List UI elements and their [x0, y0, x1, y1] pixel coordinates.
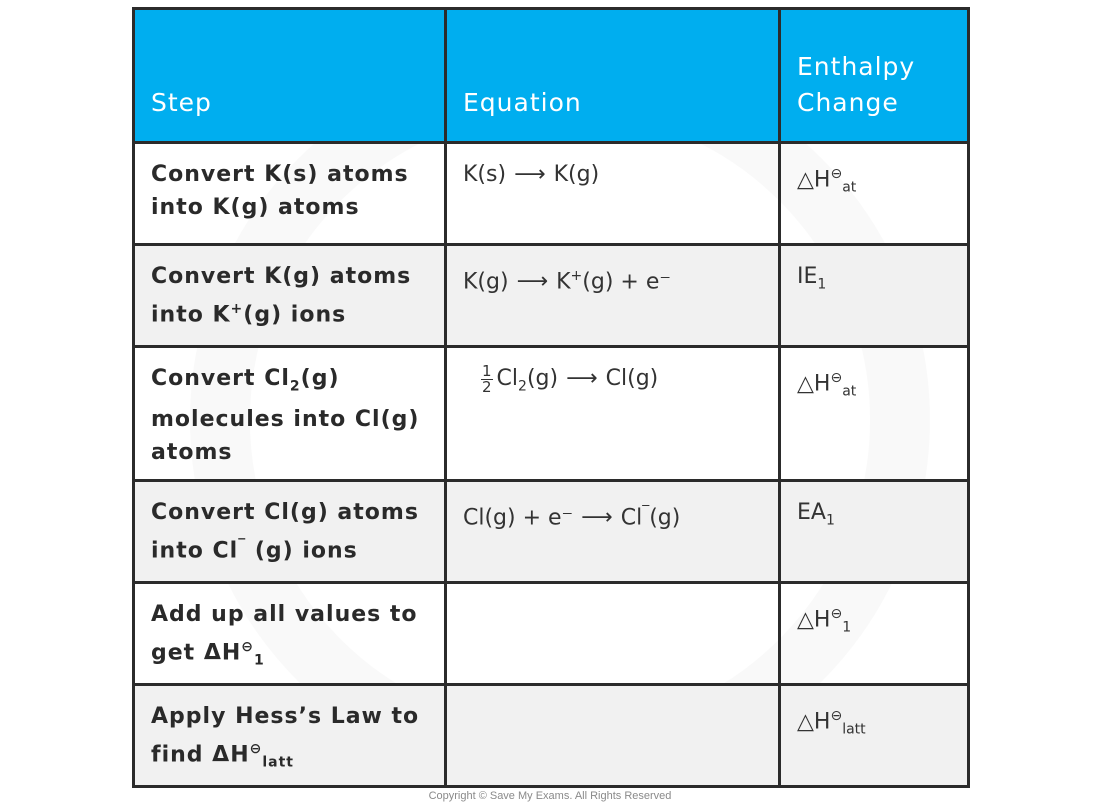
enthalpy-cell: EA1 [778, 479, 970, 584]
enthalpy-symbol: IE [797, 264, 818, 289]
step-cell: Add up all values to get ΔH⊖1 [132, 581, 447, 686]
standard-state-icon: ⊖ [830, 606, 843, 622]
enthalpy-cell: △H⊖at [778, 141, 970, 246]
equation-lhs: K(g) [463, 269, 509, 295]
equation-subscript: 2 [518, 378, 527, 395]
table-row: Apply Hess’s Law to find ΔH⊖latt △H⊖latt [132, 683, 970, 788]
step-cell: Convert K(g) atoms into K+(g) ions [132, 243, 447, 348]
step-cell: Convert Cl(g) atoms into Cl‾ (g) ions [132, 479, 447, 584]
enthalpy-symbol: EA [797, 500, 826, 525]
enthalpy-subscript: at [842, 179, 857, 196]
step-text: atoms [151, 440, 233, 466]
step-text: (g) ions [246, 538, 358, 564]
equation-rhs: (g) + e⁻ [582, 269, 671, 295]
arrow-icon: ⟶ [514, 162, 546, 187]
header-equation: Equation [444, 7, 781, 144]
enthalpy-cell: △H⊖1 [778, 581, 970, 686]
equation-cell-empty [444, 581, 781, 686]
equation-lhs: (g) [526, 366, 559, 391]
equation-rhs: Cl [620, 505, 643, 531]
equation-lhs: Cl [496, 366, 519, 391]
header-row: Step Equation Enthalpy Change [132, 7, 970, 144]
equation-rhs: K [556, 269, 571, 295]
arrow-icon: ⟶ [581, 505, 613, 531]
header-enthalpy-change: Enthalpy Change [778, 7, 970, 144]
table-row: Convert Cl(g) atoms into Cl‾ (g) ions Cl… [132, 479, 970, 584]
step-superscript: + [230, 301, 244, 317]
arrow-icon: ⟶ [566, 366, 598, 391]
step-superscript: ‾ [238, 537, 247, 553]
header-step: Step [132, 7, 447, 144]
step-text: find ΔH [151, 742, 250, 768]
standard-state-icon: ⊖ [830, 166, 843, 182]
equation-rhs: Cl(g) [605, 366, 659, 391]
step-text: Convert K(g) atoms [151, 264, 412, 289]
step-cell: Convert K(s) atoms into K(g) atoms [132, 141, 447, 246]
equation-cell: K(s) ⟶ K(g) [444, 141, 781, 246]
step-text: Add up all values to [151, 602, 418, 627]
step-text: get ΔH [151, 640, 242, 666]
table-row: Add up all values to get ΔH⊖1 △H⊖1 [132, 581, 970, 686]
arrow-icon: ⟶ [516, 269, 549, 295]
table-row: Convert K(s) atoms into K(g) atoms K(s) ⟶… [132, 141, 970, 246]
enthalpy-symbol: △H [797, 371, 831, 397]
enthalpy-subscript: 1 [825, 512, 835, 529]
standard-state-icon: ⊖ [830, 708, 843, 724]
step-text: Convert K(s) atoms [151, 162, 409, 187]
enthalpy-subscript: 1 [817, 276, 827, 293]
fraction-denominator: 2 [482, 377, 492, 396]
step-text: into K [151, 302, 231, 328]
step-cell: Convert Cl2(g) molecules into Cl(g) atom… [132, 345, 447, 482]
equation-superscript: + [570, 268, 583, 284]
enthalpy-cell: △H⊖latt [778, 683, 970, 788]
equation-rhs: (g) [649, 505, 681, 531]
copyright-footer: Copyright © Save My Exams. All Rights Re… [428, 790, 672, 802]
enthalpy-cell: △H⊖at [778, 345, 970, 482]
step-text: (g) ions [243, 302, 347, 328]
enthalpy-cell: IE1 [778, 243, 970, 348]
equation-lhs: K(s) [463, 162, 507, 187]
equation-lhs: Cl(g) + e⁻ [463, 505, 574, 531]
enthalpy-subscript: 1 [842, 619, 852, 636]
standard-state-icon: ⊖ [249, 741, 263, 757]
step-text: Convert Cl [151, 366, 290, 391]
equation-cell-empty [444, 683, 781, 788]
step-text: Convert Cl(g) atoms [151, 500, 419, 525]
standard-state-icon: ⊖ [830, 370, 843, 386]
equation-cell: Cl(g) + e⁻ ⟶ Cl‾(g) [444, 479, 781, 584]
step-subscript: 2 [289, 378, 301, 395]
table-row: Convert K(g) atoms into K+(g) ions K(g)⟶… [132, 243, 970, 348]
standard-state-icon: ⊖ [241, 639, 255, 655]
step-subscript: 1 [254, 652, 265, 669]
equation-rhs: K(g) [553, 162, 600, 187]
equation-cell: K(g) ⟶ K+(g) + e⁻ [444, 243, 781, 348]
step-text: (g) [300, 366, 340, 391]
equation-superscript: ‾ [642, 504, 650, 520]
enthalpy-symbol: △H [797, 709, 831, 735]
step-text: molecules into Cl(g) [151, 407, 420, 433]
step-cell: Apply Hess’s Law to find ΔH⊖latt [132, 683, 447, 788]
enthalpy-symbol: △H [797, 167, 831, 193]
step-text: Apply Hess’s Law to [151, 704, 420, 729]
step-text: into Cl [151, 538, 239, 564]
enthalpy-subscript: latt [842, 721, 866, 738]
enthalpy-subscript: at [842, 383, 857, 400]
step-subscript: latt [262, 754, 294, 771]
step-text: into K(g) atoms [151, 195, 360, 220]
table-row: Convert Cl2(g) molecules into Cl(g) atom… [132, 345, 970, 482]
fraction-numerator: 1 [481, 361, 493, 380]
enthalpy-symbol: △H [797, 607, 831, 633]
born-haber-steps-table: Step Equation Enthalpy Change Convert K(… [132, 7, 970, 788]
